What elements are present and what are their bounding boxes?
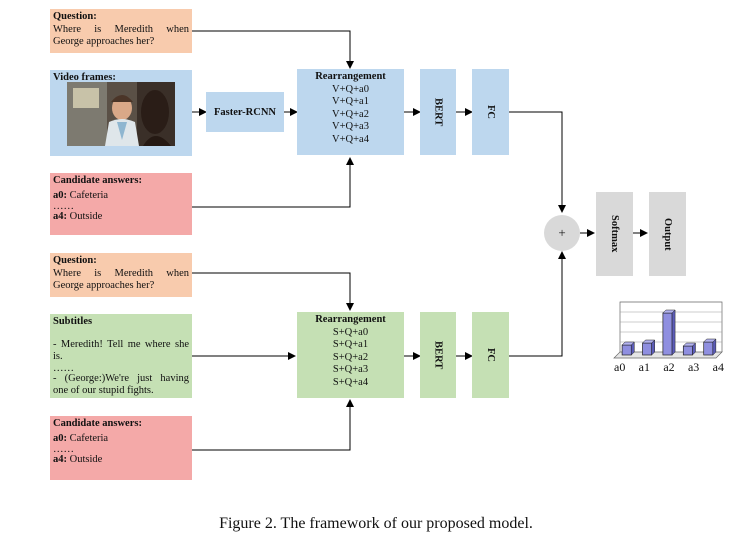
question-box-top: Question: Where is Meredith when George … bbox=[50, 9, 192, 53]
output-bar-labels: a0 a1 a2 a3 a4 bbox=[614, 360, 724, 375]
arrow-candidates-to-rearrangement-bottom bbox=[192, 399, 354, 451]
fc-box-bottom: FC bbox=[472, 312, 509, 398]
chart-category-label: a0 bbox=[614, 360, 626, 374]
chart-bar-a4 bbox=[703, 341, 714, 356]
candidate-a4: a4: Outside bbox=[53, 454, 103, 465]
arrow-question-to-rearrangement-bottom bbox=[192, 272, 354, 311]
video-frames-box: Video frames: bbox=[50, 70, 192, 156]
candidate-dots: …… bbox=[53, 444, 74, 455]
rearrangement-line: V+Q+a0 bbox=[332, 83, 369, 95]
fc-box-top: FC bbox=[472, 69, 509, 155]
chart-bar-top-a0 bbox=[621, 341, 635, 346]
faster-rcnn-box: Faster-RCNN bbox=[206, 92, 284, 132]
chart-bar-a2 bbox=[662, 312, 673, 356]
plus-symbol: + bbox=[558, 225, 566, 240]
arrow-question-to-rearrangement-top bbox=[192, 30, 354, 69]
question-title: Question: bbox=[53, 11, 97, 22]
chart-bar-a3 bbox=[682, 345, 693, 356]
output-bar-chart bbox=[613, 301, 723, 359]
rearrangement-line: S+Q+a2 bbox=[332, 351, 369, 363]
output-label: Output bbox=[662, 217, 673, 251]
arrow-fc-to-plus-top bbox=[509, 111, 566, 213]
subtitle-line: - Meredith! Tell me where she is. bbox=[53, 338, 189, 363]
candidate-a4: a4: Outside bbox=[53, 211, 103, 222]
candidate-dots: …… bbox=[53, 201, 74, 212]
faster-rcnn-label: Faster-RCNN bbox=[213, 106, 276, 118]
fc-label: FC bbox=[485, 348, 496, 362]
chart-bar-side-a2 bbox=[671, 309, 676, 356]
rearrangement-box-bottom: Rearrangement S+Q+a0 S+Q+a1 S+Q+a2 S+Q+a… bbox=[297, 312, 404, 398]
chart-bar-top-a4 bbox=[703, 338, 717, 343]
video-frame-image bbox=[67, 82, 175, 146]
chart-category-label: a3 bbox=[687, 360, 700, 374]
chart-category-label: a1 bbox=[638, 360, 650, 374]
chart-bar-a0 bbox=[621, 344, 632, 356]
rearrangement-line: V+Q+a2 bbox=[332, 108, 369, 120]
question-title: Question: bbox=[53, 255, 97, 266]
bert-box-top: BERT bbox=[420, 69, 456, 155]
question-box-bottom: Question: Where is Meredith when George … bbox=[50, 253, 192, 297]
softmax-box: Softmax bbox=[596, 192, 633, 276]
subtitles-title: Subtitles bbox=[53, 316, 93, 327]
arrow-fc-to-plus-bottom bbox=[509, 251, 566, 357]
chart-bar-top-a2 bbox=[662, 309, 676, 314]
candidate-answers-title: Candidate answers: bbox=[53, 418, 142, 429]
subtitle-line: - (George:)We're just having one of our … bbox=[53, 372, 189, 397]
rearrangement-line: S+Q+a4 bbox=[332, 376, 369, 388]
rearrangement-line: V+Q+a3 bbox=[332, 121, 369, 132]
figure-caption: Figure 2. The framework of our proposed … bbox=[219, 515, 533, 532]
candidate-a0: a0: Cafeteria bbox=[53, 189, 109, 201]
chart-bar-a1 bbox=[642, 342, 653, 356]
rearrangement-title: Rearrangement bbox=[315, 314, 386, 325]
chart-bar-top-a1 bbox=[641, 339, 656, 344]
candidate-answers-box-bottom: Candidate answers: a0: Cafeteria …… a4: … bbox=[50, 416, 192, 480]
rearrangement-line: V+Q+a1 bbox=[332, 96, 369, 107]
bert-label: BERT bbox=[432, 97, 444, 127]
bert-box-bottom: BERT bbox=[420, 312, 456, 398]
candidate-a0: a0: Cafeteria bbox=[53, 432, 109, 444]
bert-label: BERT bbox=[432, 340, 444, 370]
rearrangement-line: S+Q+a0 bbox=[332, 326, 369, 338]
softmax-label: Softmax bbox=[609, 215, 620, 253]
rearrangement-line: S+Q+a3 bbox=[332, 364, 369, 375]
chart-category-label: a2 bbox=[663, 360, 675, 374]
chart-bar-top-a3 bbox=[682, 342, 697, 347]
subtitles-box: Subtitles - Meredith! Tell me where she … bbox=[50, 314, 192, 398]
rearrangement-box-top: Rearrangement V+Q+a0 V+Q+a1 V+Q+a2 V+Q+a… bbox=[297, 69, 404, 155]
fc-label: FC bbox=[485, 105, 496, 119]
chart-category-label: a4 bbox=[712, 360, 724, 374]
plus-node: + bbox=[544, 215, 580, 251]
question-text: Where is Meredith when George approaches… bbox=[53, 23, 189, 48]
arrow-candidates-to-rearrangement-top bbox=[192, 157, 354, 208]
video-frames-title: Video frames: bbox=[53, 72, 116, 83]
candidate-answers-title: Candidate answers: bbox=[53, 175, 142, 186]
question-text: Where is Meredith when George approaches… bbox=[53, 267, 189, 292]
output-box: Output bbox=[649, 192, 686, 276]
rearrangement-title: Rearrangement bbox=[315, 71, 386, 82]
rearrangement-line: S+Q+a1 bbox=[332, 339, 369, 350]
rearrangement-line: V+Q+a4 bbox=[332, 133, 369, 145]
candidate-answers-box-top: Candidate answers: a0: Cafeteria …… a4: … bbox=[50, 173, 192, 235]
subtitle-dots: …… bbox=[53, 362, 74, 374]
